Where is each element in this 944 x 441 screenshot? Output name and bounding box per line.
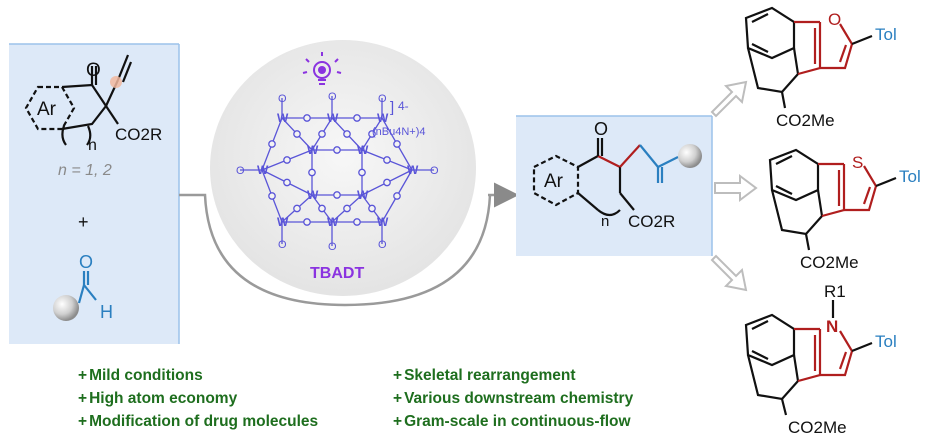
product-ring-label: Ar	[544, 171, 564, 192]
tungsten-atom: W	[307, 143, 319, 157]
catalyst-disc	[210, 40, 476, 296]
plus-sign: +	[78, 212, 89, 232]
bridging-oxygen	[368, 130, 376, 138]
tungsten-atom: W	[277, 215, 289, 229]
tungsten-atom: W	[327, 215, 339, 229]
product-ester: CO2R	[628, 212, 675, 231]
ring-label-ar: Ar	[37, 99, 57, 120]
tungsten-atom: W	[407, 163, 419, 177]
terminal-oxygen: O	[430, 165, 439, 177]
terminal-oxygen: O	[378, 239, 387, 251]
bridging-oxygen	[358, 168, 366, 177]
bridging-oxygen	[333, 191, 341, 199]
bridging-oxygen	[333, 146, 341, 154]
bridging-oxygen	[368, 204, 376, 213]
feature-downstream-chemistry: +Various downstream chemistry	[393, 390, 634, 407]
bridging-oxygen	[303, 114, 311, 122]
thiophene-heteroatom: S	[852, 153, 863, 172]
furan-ester: CO2Me	[776, 111, 835, 130]
catalyst-name: TBADT	[310, 265, 364, 282]
pyrrole-product	[744, 300, 873, 416]
feature-mild-conditions: +Mild conditions	[78, 367, 203, 384]
bridging-oxygen	[283, 178, 291, 187]
terminal-oxygen: O	[278, 93, 287, 105]
bridging-oxygen	[293, 130, 301, 138]
terminal-oxygen: O	[328, 241, 337, 253]
bridging-oxygen	[268, 192, 276, 200]
bridging-oxygen	[318, 130, 326, 138]
bridging-oxygen	[343, 130, 351, 138]
bridging-oxygen	[353, 218, 361, 226]
cluster-charge: 4-	[398, 99, 409, 113]
bridging-oxygen	[343, 204, 351, 213]
furan-product	[744, 6, 873, 109]
substituent-ball	[53, 295, 79, 321]
thiophene-tol: Tol	[899, 167, 921, 186]
product-index-n: n	[601, 213, 609, 230]
indanone-structure	[24, 54, 133, 146]
pyrrole-heteroatom: N	[826, 317, 838, 336]
reaction-arc	[179, 193, 492, 307]
furan-heteroatom: O	[828, 10, 841, 29]
product-carbonyl-o: O	[594, 119, 608, 139]
bridging-oxygen	[383, 156, 391, 164]
tungsten-atom: W	[377, 111, 389, 125]
tungsten-atom: W	[307, 188, 319, 202]
downstream-arrows	[710, 80, 758, 292]
carbonyl-o: O	[86, 60, 101, 81]
bridging-oxygen	[268, 140, 276, 148]
thiophene-product	[768, 148, 897, 251]
tungsten-atom: W	[257, 163, 269, 177]
index-n: n	[88, 137, 97, 154]
thiophene-ester: CO2Me	[800, 253, 859, 272]
aldehyde-structure: O H	[53, 252, 113, 322]
bridging-oxygen	[393, 140, 401, 148]
bridging-oxygen	[283, 156, 291, 164]
tungsten-atom: W	[327, 111, 339, 125]
aldehyde-o: O	[79, 252, 93, 272]
bridging-oxygen	[303, 218, 311, 226]
terminal-oxygen: O	[328, 91, 337, 103]
product-structure	[532, 138, 679, 217]
tungsten-atom: W	[277, 111, 289, 125]
n-values-note: n = 1, 2	[58, 162, 112, 179]
bridging-oxygen	[393, 192, 401, 200]
tungsten-atom: W	[357, 143, 369, 157]
terminal-oxygen: O	[278, 239, 287, 251]
feature-drug-modification: +Modification of drug molecules	[78, 413, 319, 430]
pyrrole-ester: CO2Me	[788, 418, 847, 437]
terminal-oxygen: O	[378, 93, 387, 105]
feature-atom-economy: +High atom economy	[78, 390, 238, 407]
starting-material-panel	[9, 44, 179, 344]
aldehyde-h: H	[100, 302, 113, 322]
tungsten-atom: W	[377, 215, 389, 229]
bridging-oxygen	[383, 178, 391, 187]
tungsten-atom: W	[357, 188, 369, 202]
counterion: (nBu4N+)4	[372, 126, 426, 138]
bridging-oxygen	[308, 168, 316, 177]
light-bulb-icon	[302, 52, 342, 85]
pyrrole-n-substituent: R1	[824, 282, 846, 301]
terminal-oxygen: O	[236, 165, 245, 177]
pyrrole-tol: Tol	[875, 332, 897, 351]
product-panel	[516, 116, 712, 256]
furan-tol: Tol	[875, 25, 897, 44]
bridging-oxygen	[293, 204, 301, 213]
bridging-oxygen	[353, 114, 361, 122]
feature-skeletal-rearrangement: +Skeletal rearrangement	[393, 367, 576, 384]
cluster-bracket: ]	[390, 99, 394, 116]
ester-label: CO2R	[115, 125, 162, 144]
bridging-oxygen	[318, 204, 326, 213]
feature-gram-scale-flow: +Gram-scale in continuous-flow	[393, 413, 631, 430]
